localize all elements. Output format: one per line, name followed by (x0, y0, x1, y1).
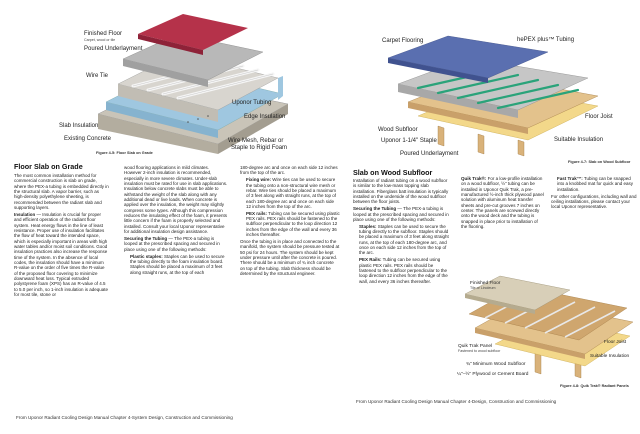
label-suitable-insulation-2: Suitable Insulation (590, 354, 630, 359)
label-uponor-staple: Uponor 1-1/4" Staple (381, 138, 437, 144)
label-hepex-tubing: hePEX plus™ Tubing (517, 37, 575, 43)
quik-trak-illustration (464, 275, 634, 379)
inline-heading: Securing the Tubing (353, 206, 397, 212)
paragraph: Insulation — Insulation is crucial for p… (14, 212, 109, 298)
bullet-list: Fixing wire: Wire ties can be used to se… (240, 177, 340, 237)
paragraph: wood flooring applications in mild clima… (124, 165, 228, 235)
list-item: Fast Trak™: Tubing can be snapped into a… (557, 176, 637, 192)
label-slab-insulation: Slab Insulation (59, 123, 99, 129)
bullet-label: Staples: (359, 223, 377, 229)
label-wood-subfloor: Wood Subfloor (378, 127, 418, 133)
bullet-label: Fixing wire: (246, 177, 272, 183)
bullet-text: Staples can be used to secure the tubing… (359, 223, 449, 256)
paragraph-text: — The PEX-a tubing is looped at the pres… (353, 206, 449, 222)
list-item: PEX rails: Tubing can be secured using p… (246, 211, 340, 238)
label-edge-insulation: Edge Insulation (244, 114, 286, 120)
label-finished-floor-2: Finished Floor (470, 281, 501, 286)
bullet-text: Staples can be used to secure the tubing… (130, 253, 225, 275)
paragraph: Securing the Tubing — The PEX-a tubing i… (353, 206, 449, 222)
right-col-3: Fast Trak™: Tubing can be snapped into a… (551, 176, 637, 246)
wood-subfloor-illustration (387, 35, 599, 157)
bullet-label: PEX Rails: (359, 257, 382, 263)
right-col-2: Quik Trak®: For a low-profile installati… (455, 176, 545, 256)
label-poured-underlayment-r: Poured Underlayment (400, 151, 459, 157)
figure-caption-4-5: Figure 4-5: Floor Slab on Grade (96, 151, 153, 155)
inline-heading: Insulation (14, 211, 36, 217)
label-wire-mesh-2: Staple to Rigid Foam (231, 145, 288, 151)
label-wire-tie: Wire Tie (86, 73, 109, 79)
list-item: PEX Rails: Tubing can be secured using p… (359, 257, 449, 284)
bullet-list: Plastic staples: Staples can be used to … (124, 254, 228, 275)
bullet-text: Tubing can be secured using plastic PEX … (359, 257, 448, 284)
left-col-1: The most common installation method for … (14, 173, 109, 411)
label-existing-concrete: Existing Concrete (64, 136, 112, 142)
left-footer: From Uponor Radiant Cooling Design Manua… (16, 415, 233, 420)
bullet-list: Quik Trak®: For a low-profile installati… (455, 176, 545, 229)
bullet-text: Wire ties can be used to secure the tubi… (246, 177, 337, 209)
label-quik-trak-sub: Fastened to wood subfloor (458, 349, 501, 353)
bullet-list: Staples: Staples can be used to secure t… (353, 224, 449, 284)
bullet-text: Tubing can be snapped into a knobbed mat… (557, 176, 634, 192)
paragraph: The most common installation method for … (14, 173, 109, 211)
paragraph: For other configurations, including wall… (551, 193, 637, 210)
paragraph: 180-degree arc and once on each side 12 … (240, 165, 338, 176)
label-suitable-insulation: Suitable Insulation (554, 137, 604, 143)
figure-caption-4-8: Figure 4-8: Quik Trak® Radiant Panels (560, 384, 629, 388)
label-finished-floor: Finished Floor (84, 31, 123, 37)
list-item: Quik Trak®: For a low-profile installati… (461, 176, 545, 229)
heading-slab-on-wood-subfloor: Slab on Wood Subfloor (353, 168, 433, 177)
left-col-3: 180-degree arc and once on each side 12 … (240, 165, 340, 410)
paragraph: Installation of radiant tubing on a wood… (353, 178, 449, 205)
label-finished-floor-sub: Carpet, wood or tile (84, 38, 116, 42)
paragraph: Once the tubing is in place and connecte… (240, 238, 340, 276)
bullet-label: Fast Trak™: (557, 176, 583, 181)
inline-heading: Securing the Tubing (124, 235, 168, 241)
label-finished-floor-2-sub: Tile or Linoleum (470, 286, 496, 290)
label-wood-subfloor-2: ¾" Minimum Wood Subfloor (466, 362, 526, 367)
label-wire-mesh: Wire Mesh, Rebar or (228, 138, 284, 144)
bullet-label: Plastic staples: (130, 253, 163, 259)
right-footer: From Uponor Radiant Cooling Design Manua… (356, 399, 557, 404)
figure-caption-4-7: Figure 4-7: Slab on Wood Subfloor (568, 160, 631, 164)
label-poured-underlayment: Poured Underlayment (84, 46, 143, 52)
list-item: Fixing wire: Wire ties can be used to se… (246, 177, 340, 209)
label-carpet-flooring: Carpet Flooring (382, 38, 424, 44)
label-quik-trak-panel: Quik Trak Panel (458, 344, 493, 349)
list-item: Staples: Staples can be used to secure t… (359, 224, 449, 256)
label-floor-joist: Floor Joist (585, 114, 613, 120)
label-floor-joist-2: Floor Joist (604, 340, 627, 345)
floor-slab-illustration (97, 14, 289, 154)
label-uponor-tubing: Uponor Tubing (232, 100, 272, 106)
bullet-text: For a low-profile installation on a wood… (461, 176, 544, 230)
bullet-label: Quik Trak®: (461, 176, 487, 181)
left-col-2: wood flooring applications in mild clima… (124, 165, 228, 410)
paragraph: Securing the Tubing — The PEX-a tubing i… (124, 236, 228, 252)
paragraph-text: — Insulation is crucial for proper and e… (14, 211, 109, 298)
bullet-list: Fast Trak™: Tubing can be snapped into a… (551, 176, 637, 192)
label-plywood: ¼"–½" Plywood or Cement Board (457, 372, 529, 377)
heading-floor-slab-on-grade: Floor Slab on Grade (14, 162, 83, 171)
bullet-text: Tubing can be secured using plastic PEX … (246, 210, 340, 238)
right-col-1: Installation of radiant tubing on a wood… (353, 178, 449, 410)
paragraph-text: — The PEX-a tubing is looped at the pres… (124, 235, 220, 252)
bullet-label: PEX rails: (246, 210, 268, 216)
list-item: Plastic staples: Staples can be used to … (130, 254, 228, 275)
